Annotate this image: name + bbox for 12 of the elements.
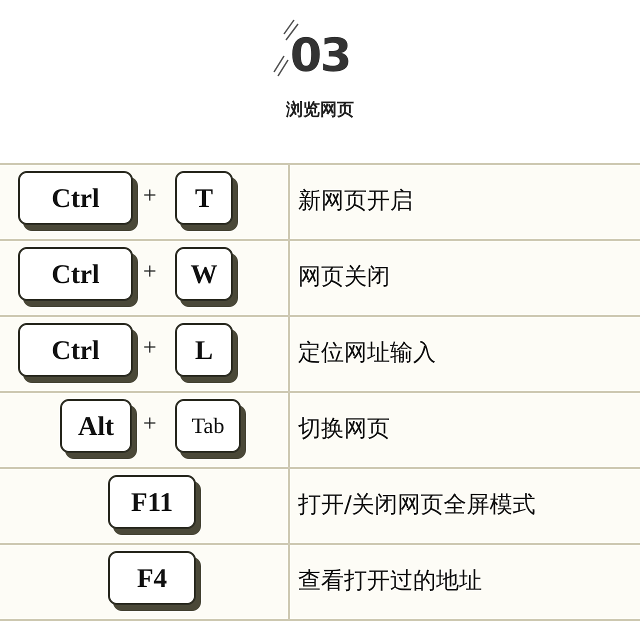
shortcut-description: 新网页开启 bbox=[298, 187, 413, 216]
plus-sign: + bbox=[143, 411, 157, 438]
shortcut-description: 切换网页 bbox=[298, 415, 390, 444]
plus-sign: + bbox=[143, 335, 157, 362]
shortcut-description: 定位网址输入 bbox=[298, 339, 436, 368]
plus-sign: + bbox=[143, 259, 157, 286]
shortcut-description: 打开/关闭网页全屏模式 bbox=[298, 491, 536, 520]
shortcut-description: 网页关闭 bbox=[298, 263, 390, 292]
shortcut-description: 查看打开过的地址 bbox=[298, 567, 482, 596]
section-number: 03 bbox=[290, 28, 350, 82]
section-title: 浏览网页 bbox=[285, 99, 355, 121]
plus-sign: + bbox=[143, 183, 157, 210]
